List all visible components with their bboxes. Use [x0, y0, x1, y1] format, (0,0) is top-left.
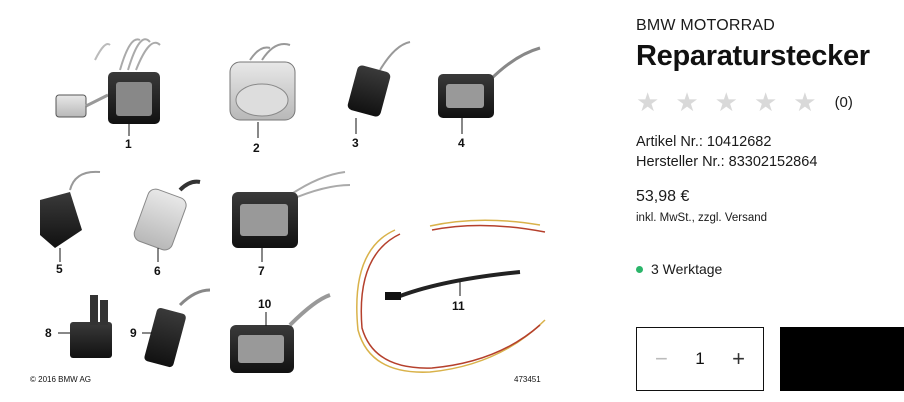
- product-details: BMW MOTORRAD Reparaturstecker ★ ★ ★ ★ ★ …: [636, 0, 904, 402]
- part-5-connector: [40, 170, 101, 262]
- article-number-row: Artikel Nr.: 10412682: [636, 132, 817, 152]
- article-label: Artikel Nr.:: [636, 134, 703, 150]
- part-8-connector: [58, 295, 112, 358]
- rating: ★ ★ ★ ★ ★ (0): [636, 87, 853, 117]
- article-number: 10412682: [706, 134, 772, 150]
- product-meta: Artikel Nr.: 10412682 Hersteller Nr.: 83…: [636, 132, 817, 172]
- increase-quantity-button[interactable]: +: [732, 346, 745, 371]
- part-label-8: 8: [45, 326, 52, 340]
- image-code: 473451: [514, 375, 541, 384]
- part-7-connector: [232, 171, 351, 262]
- quantity-stepper: − 1 +: [636, 327, 764, 391]
- part-2-connector: [229, 43, 296, 138]
- delivery-time: 3 Werktage: [651, 261, 723, 277]
- star-icon[interactable]: ★: [793, 87, 817, 117]
- part-3-connector: [347, 41, 411, 134]
- part-label-11: 11: [452, 299, 465, 313]
- part-10-connector: [230, 293, 331, 373]
- star-icon[interactable]: ★: [753, 87, 778, 117]
- part-11-cable: [356, 219, 546, 373]
- part-label-7: 7: [258, 264, 265, 278]
- add-to-cart-button[interactable]: [780, 327, 904, 391]
- quantity-value[interactable]: 1: [695, 349, 705, 368]
- part-label-5: 5: [56, 262, 63, 276]
- part-label-9: 9: [130, 326, 137, 340]
- star-icon[interactable]: ★: [714, 87, 738, 117]
- delivery-status: 3 Werktage: [636, 261, 722, 277]
- part-label-6: 6: [154, 264, 161, 278]
- part-label-4: 4: [458, 136, 465, 150]
- manufacturer-label: Hersteller Nr.:: [636, 154, 725, 170]
- image-copyright: © 2016 BMW AG: [30, 375, 91, 384]
- product-title: Reparaturstecker: [636, 40, 870, 72]
- part-label-2: 2: [253, 141, 260, 155]
- tax-note: inkl. MwSt., zzgl. Versand: [636, 212, 768, 224]
- part-1-connector: [55, 38, 161, 136]
- part-label-10: 10: [258, 297, 272, 311]
- star-icon[interactable]: ★: [675, 87, 699, 117]
- brand-name: BMW MOTORRAD: [636, 17, 775, 34]
- part-6-connector: [133, 179, 201, 262]
- part-4-connector: [438, 46, 541, 134]
- part-9-connector: [142, 288, 211, 368]
- manufacturer-number-row: Hersteller Nr.: 83302152864: [636, 152, 817, 172]
- manufacturer-number: 83302152864: [728, 154, 818, 170]
- status-dot-icon: [636, 265, 643, 273]
- price: 53,98 €: [636, 188, 690, 205]
- rating-count[interactable]: (0): [834, 93, 853, 111]
- part-label-1: 1: [125, 137, 132, 151]
- product-image[interactable]: 1 2 3 4 5 6 7 8 9 10 11 © 2016 BMW AG 47…: [0, 0, 560, 402]
- part-label-3: 3: [352, 136, 359, 150]
- decrease-quantity-button[interactable]: −: [655, 346, 668, 371]
- star-icon[interactable]: ★: [636, 87, 660, 117]
